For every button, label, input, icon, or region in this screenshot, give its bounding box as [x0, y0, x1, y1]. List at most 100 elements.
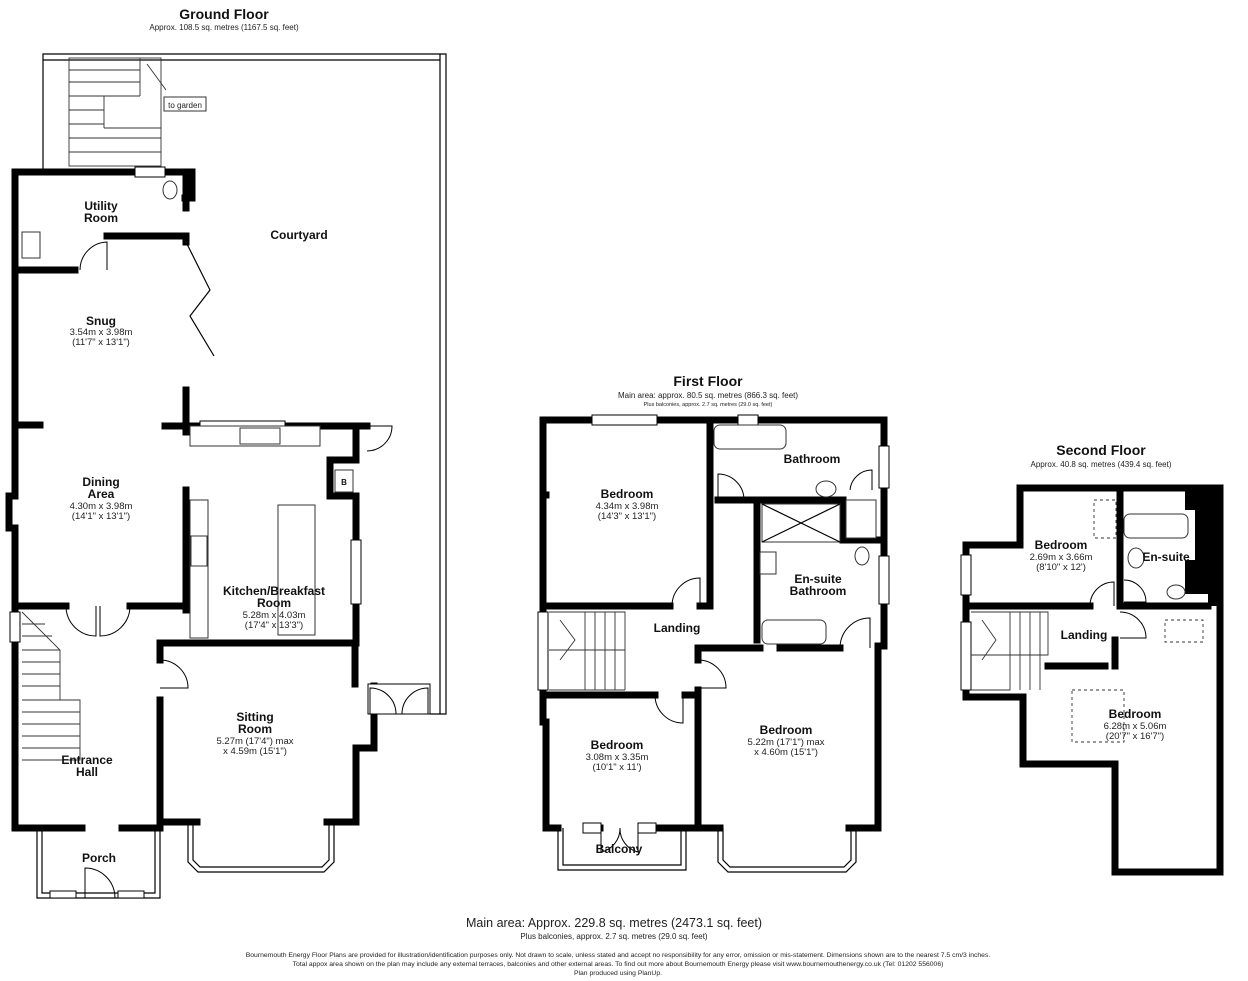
ground-floor: Ground Floor Approx. 108.5 sq. metres (1…	[5, 6, 447, 899]
sitting-dim-1: 5.27m (17'4") max	[217, 736, 294, 747]
boiler-box	[334, 469, 354, 493]
bathroom-south-wall	[714, 496, 761, 644]
bedroom3-door[interactable]	[697, 659, 727, 689]
ff-bedroom2-dim-2: (10'1" x 11')	[592, 762, 641, 773]
bedroom1-door[interactable]	[671, 577, 701, 607]
skylight-3	[1071, 689, 1125, 743]
ensuite-north-wall	[753, 496, 888, 544]
bedroom2-door[interactable]	[654, 694, 684, 724]
porch-outline	[36, 828, 161, 899]
balcony-outline	[557, 828, 687, 871]
porch-label: Porch	[82, 851, 116, 865]
to-garden-label: to garden	[168, 101, 202, 110]
sf-bedroom2-dim-2: (20'7" x 16'7")	[1106, 731, 1164, 742]
snug-dim-1: 3.54m x 3.98m	[70, 327, 133, 338]
dining-label-1: Dining	[82, 475, 119, 489]
utility-window	[134, 166, 166, 178]
balcony-door-right[interactable]	[619, 827, 639, 853]
ground-east-wall	[323, 682, 378, 826]
first-floor-title: First Floor	[673, 373, 743, 389]
sf-ensuite-basin	[1127, 547, 1145, 569]
sf-bedroom1-dim-2: (8'10" x 12')	[1036, 562, 1086, 573]
snug-label: Snug	[86, 314, 116, 328]
boiler-label: B	[341, 478, 347, 487]
sf-bedroom1-door[interactable]	[1089, 581, 1115, 607]
sitting-room-front-wall	[156, 818, 201, 832]
kitchen-counter-side	[189, 499, 209, 639]
dining-dim-2: (14'1" x 13'1")	[72, 511, 130, 522]
sf-bedroom1-window	[960, 554, 972, 596]
kitchen-dim-2: (17'4" x 13'3")	[245, 620, 303, 631]
ensuite-bath	[761, 619, 827, 645]
main-area-total: Main area: Approx. 229.8 sq. metres (247…	[466, 916, 762, 930]
footer: Main area: Approx. 229.8 sq. metres (247…	[246, 916, 991, 977]
bathroom-window	[878, 445, 890, 489]
ff-bedroom3-dim-1: 5.22m (17'1") max	[748, 737, 825, 748]
courtyard-boundary	[42, 53, 447, 715]
kitchen-dim-1: 5.28m x 4.03m	[243, 610, 306, 621]
ff-bedroom2-dim-1: 3.08m x 3.35m	[586, 752, 649, 763]
kitchen-south-wall	[161, 639, 359, 688]
sitting-label-2: Room	[238, 722, 272, 736]
dining-dim-1: 4.30m x 3.98m	[70, 501, 133, 512]
landing-window	[537, 611, 549, 691]
porch-window	[49, 890, 77, 899]
skylight-2	[1164, 619, 1204, 643]
to-garden-box	[163, 96, 207, 112]
dining-double-door-left[interactable]	[65, 605, 97, 637]
kitchen-label-2: Room	[257, 596, 291, 610]
front-door[interactable]	[84, 867, 116, 899]
dining-double-door-right[interactable]	[99, 605, 131, 637]
kitchen-east-wall	[352, 422, 371, 464]
bedroom1-window	[591, 414, 658, 426]
folding-doors[interactable]	[185, 241, 215, 357]
sitting-room-bay	[187, 822, 335, 873]
disclaimer-line-3: Plan produced using PlanUp.	[574, 970, 662, 977]
bathroom-door[interactable]	[717, 473, 745, 501]
sitting-label-1: Sitting	[236, 710, 273, 724]
courtyard-label: Courtyard	[270, 228, 327, 242]
entrance-label-2: Hall	[76, 765, 98, 779]
sitting-room-door[interactable]	[159, 659, 189, 689]
sf-landing-window	[960, 621, 972, 691]
ground-floor-title: Ground Floor	[179, 6, 269, 22]
utility-sink	[21, 231, 41, 259]
bathroom-basin	[815, 480, 837, 498]
ff-bedroom2-label: Bedroom	[591, 738, 644, 752]
first-floor-area: Main area: approx. 80.5 sq. metres (866.…	[618, 391, 798, 400]
kitchen-back-door[interactable]	[366, 425, 393, 452]
kitchen-side-window	[350, 539, 362, 605]
hall-window	[9, 611, 21, 643]
ensuite-label-2: Bathroom	[790, 584, 847, 598]
first-floor: First Floor Main area: approx. 80.5 sq. …	[537, 373, 890, 873]
sf-ensuite-door[interactable]	[1123, 579, 1147, 603]
balconies-total: Plus balconies, approx. 2.7 sq. metres (…	[520, 932, 708, 941]
second-floor-stairs	[971, 611, 1049, 691]
disclaimer-line-1: Bournemouth Energy Floor Plans are provi…	[246, 952, 991, 959]
second-floor-area: Approx. 40.8 sq. metres (439.4 sq. feet)	[1031, 460, 1172, 469]
balcony-label: Balcony	[596, 842, 643, 856]
entrance-label-1: Entrance	[61, 753, 113, 767]
utility-door[interactable]	[79, 241, 108, 271]
ensuite-door[interactable]	[839, 617, 871, 649]
garden-stairs	[68, 57, 167, 167]
sf-bedroom2-label: Bedroom	[1109, 707, 1162, 721]
disclaimer-line-2: Total appox area shown on the plan may i…	[293, 961, 944, 968]
sf-bedroom2-dim-1: 6.28m x 5.06m	[1104, 721, 1167, 732]
ff-bedroom3-dim-2: x 4.60m (15'1")	[754, 747, 818, 758]
ground-floor-area: Approx. 108.5 sq. metres (1167.5 sq. fee…	[149, 23, 299, 32]
roof-void	[1185, 488, 1220, 606]
ff-bedroom1-dim-1: 4.34m x 3.98m	[596, 501, 659, 512]
utility-east-wall	[103, 232, 190, 246]
utility-label-1: Utility	[84, 199, 118, 213]
ensuite-label-1: En-suite	[794, 572, 842, 586]
first-north-west-wall	[539, 416, 888, 832]
hob	[190, 535, 208, 567]
bathroom-label: Bathroom	[784, 452, 841, 466]
kitchen-sink	[239, 427, 281, 445]
ground-west-wall	[5, 168, 196, 832]
second-floor: Second Floor Approx. 40.8 sq. metres (43…	[960, 442, 1224, 876]
sf-ensuite-label: En-suite	[1142, 550, 1190, 564]
sf-bedroom2-door[interactable]	[1119, 611, 1147, 639]
